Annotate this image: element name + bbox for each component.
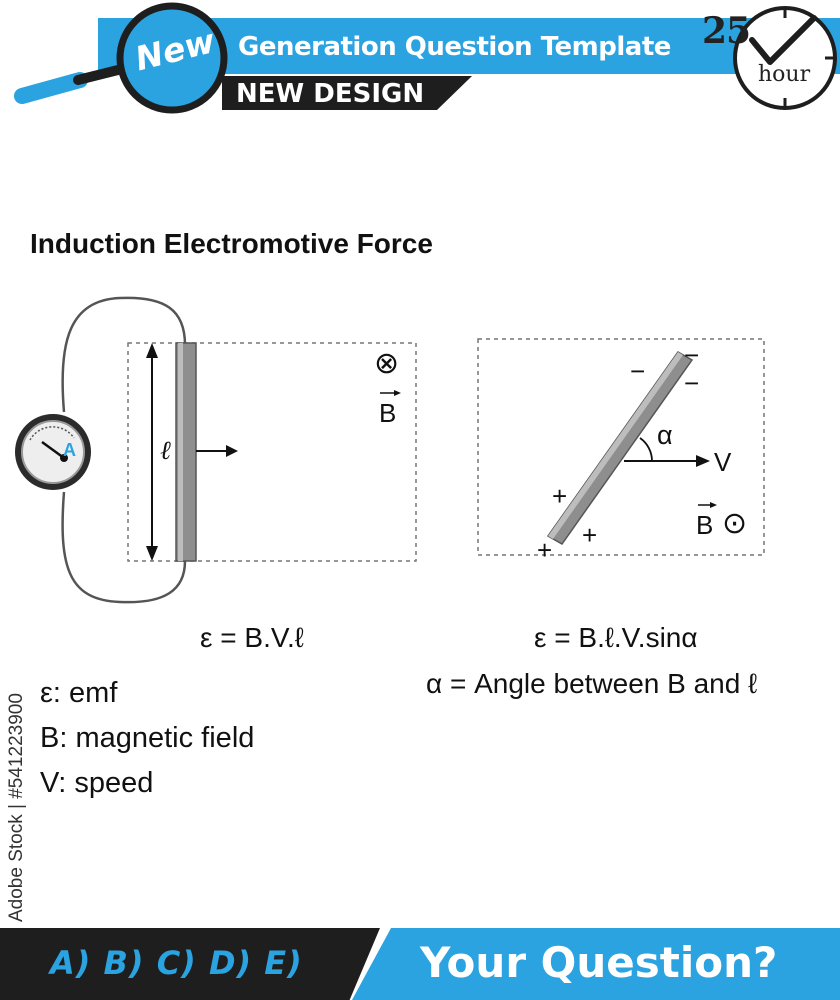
clock-icon [733,6,837,110]
charge-negative-1: − [630,356,646,386]
ammeter-label: A [63,440,76,460]
header-subtitle-band [222,76,472,110]
your-question-text: Your Question? [420,938,778,987]
field-region-right [477,338,765,556]
magnifier-icon [14,2,228,114]
field-label-left: B [379,398,397,428]
formula-left: ε = B.V.ℓ [200,622,304,653]
legend-magnetic-field: B: magnetic field [40,722,255,754]
field-into-page-icon: ⊗ [374,347,400,380]
angled-rod-diagram [477,338,765,556]
footer-options-band [0,928,380,1000]
field-label-right: B [696,510,714,540]
length-label: ℓ [160,436,171,466]
topic-title: Induction Electromotive Force [30,228,433,259]
angled-rod [546,351,694,545]
formula-right: ε = B.ℓ.V.sinα [534,622,698,653]
footer-question-band [352,928,840,1000]
answer-options: A) B) C) D) E) [50,944,303,982]
clock-number: 25 [702,10,751,52]
angle-label: α [657,420,673,450]
bottom-wire [61,491,187,604]
charge-positive-1: + [552,481,568,511]
charge-negative-3: − [684,368,700,398]
field-region [127,342,417,562]
clock-unit: hour [758,62,811,87]
charge-positive-3: + [537,535,553,565]
top-wire [61,296,187,413]
charge-negative-2: − [684,340,700,370]
velocity-label: V [714,447,732,477]
header-title: Generation Question Template [238,32,671,62]
angle-arc [639,437,653,462]
legend-emf: ε: emf [40,677,118,709]
field-out-of-page-icon: ⊙ [722,507,748,540]
legend-speed: V: speed [40,767,154,799]
formula-right-note: α = Angle between B and ℓ [426,668,758,699]
header-subtitle: NEW DESIGN [236,79,425,109]
moving-rod-circuit-diagram [15,296,417,604]
charge-positive-2: + [582,520,598,550]
stock-id: Adobe Stock | #541223900 [6,693,27,922]
